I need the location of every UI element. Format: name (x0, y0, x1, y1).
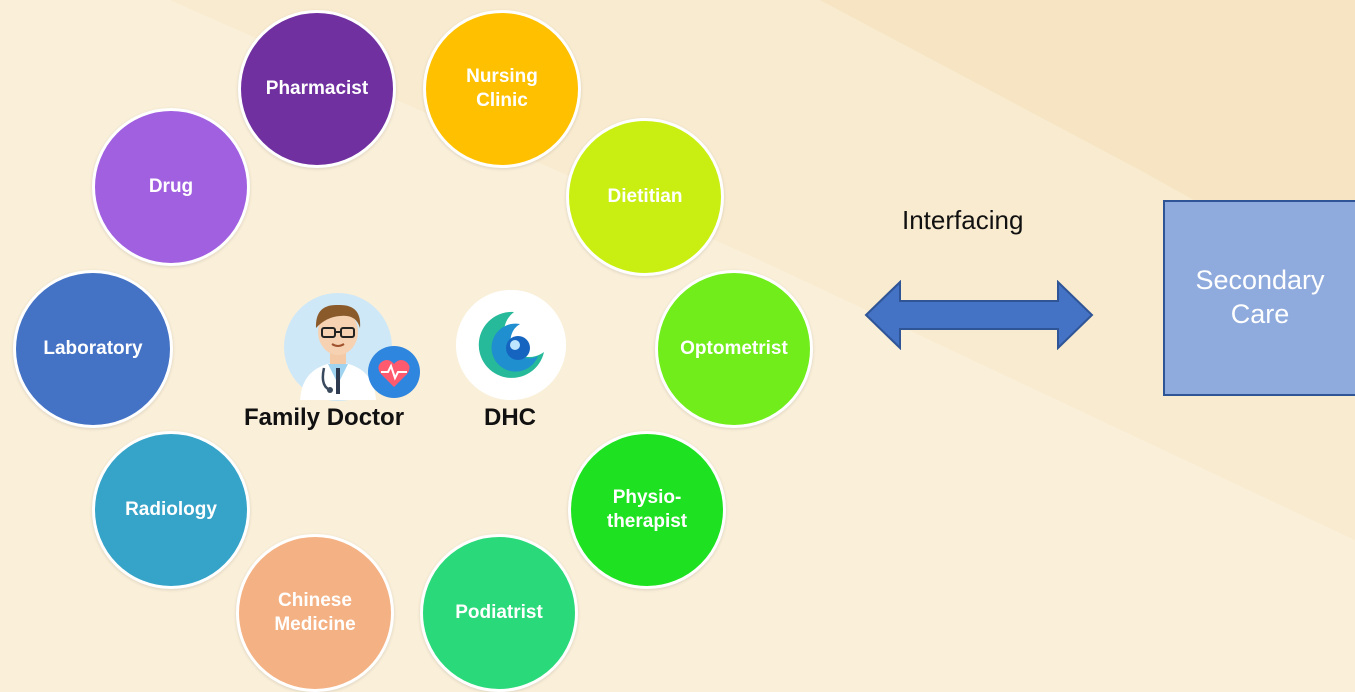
node-podiatrist: Podiatrist (420, 534, 578, 692)
node-pharmacist: Pharmacist (238, 10, 396, 168)
doctor-icon (282, 292, 422, 402)
node-physiotherapist: Physio- therapist (568, 431, 726, 589)
dhc-logo (456, 290, 566, 400)
node-optometrist: Optometrist (655, 270, 813, 428)
node-dietitian: Dietitian (566, 118, 724, 276)
secondary-care-box: Secondary Care (1163, 200, 1355, 396)
node-nursing-clinic: Nursing Clinic (423, 10, 581, 168)
node-drug: Drug (92, 108, 250, 266)
node-laboratory: Laboratory (13, 270, 173, 428)
dhc-label: DHC (484, 404, 536, 431)
interfacing-label: Interfacing (902, 205, 1024, 235)
double-arrow-icon (864, 280, 1094, 350)
node-radiology: Radiology (92, 431, 250, 589)
family-doctor-label: Family Doctor (244, 404, 405, 431)
node-chinese-medicine: Chinese Medicine (236, 534, 394, 692)
